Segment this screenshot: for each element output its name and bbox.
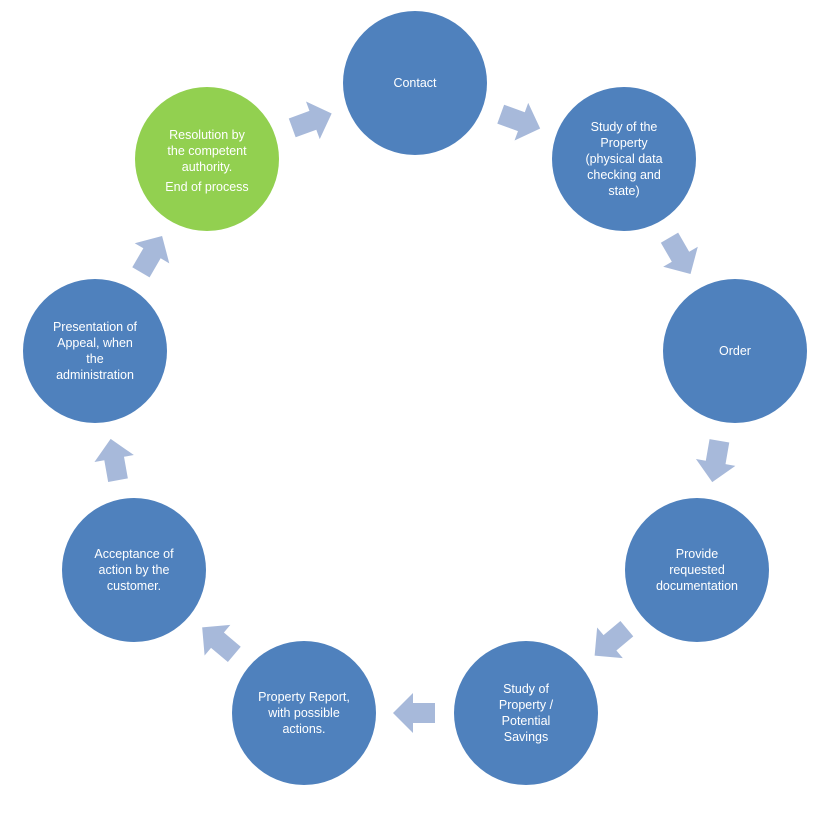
- flow-arrow-icon: [660, 232, 698, 275]
- step-label: Potential: [502, 714, 551, 728]
- step-label: documentation: [656, 579, 738, 593]
- step-label: Savings: [504, 730, 548, 744]
- step-circle: [625, 498, 769, 642]
- arrows-layer: [94, 101, 736, 733]
- step-label: End of process: [165, 180, 248, 194]
- step-circle: [232, 641, 376, 785]
- step-label: Property: [600, 136, 648, 150]
- step-label: customer.: [107, 579, 161, 593]
- step-label: Appeal, when: [57, 336, 133, 350]
- process-step: Presentation of Appeal, when the administra…: [23, 279, 167, 423]
- process-step: Property Report, with possible actions.: [232, 641, 376, 785]
- step-label: checking and: [587, 168, 661, 182]
- step-label: action by the: [99, 563, 170, 577]
- step-label: (physical data: [585, 152, 662, 166]
- flow-arrow-icon: [202, 624, 241, 663]
- step-circle: [663, 279, 807, 423]
- step-label: authority.: [182, 160, 233, 174]
- step-label: the competent: [167, 144, 247, 158]
- step-label: Order: [719, 344, 751, 358]
- step-circle: [62, 498, 206, 642]
- process-step: Provide requested documentation: [625, 498, 769, 642]
- step-label: Acceptance of: [94, 547, 174, 561]
- step-label: requested: [669, 563, 725, 577]
- step-label: Provide: [676, 547, 718, 561]
- step-circle: [23, 279, 167, 423]
- step-label: with possible: [267, 706, 340, 720]
- flow-arrow-icon: [393, 693, 435, 733]
- step-circle: [454, 641, 598, 785]
- step-circle: [552, 87, 696, 231]
- flow-arrow-icon: [288, 101, 332, 140]
- process-step: Resolution by the competent authority. End …: [135, 87, 279, 231]
- step-label: actions.: [282, 722, 325, 736]
- flow-arrow-icon: [695, 439, 736, 483]
- step-label: Property Report,: [258, 690, 350, 704]
- step-label: Property /: [499, 698, 554, 712]
- process-step: Contact: [343, 11, 487, 155]
- step-label: Presentation of: [53, 320, 138, 334]
- step-circle: [135, 87, 279, 231]
- flow-arrow-icon: [497, 102, 541, 141]
- step-label: state): [608, 184, 639, 198]
- step-label: Study of the: [591, 120, 658, 134]
- flow-arrow-icon: [594, 620, 634, 659]
- process-step: Acceptance of action by the customer.: [62, 498, 206, 642]
- step-label: administration: [56, 368, 134, 382]
- step-circle: [343, 11, 487, 155]
- step-label: the: [86, 352, 103, 366]
- flow-arrow-icon: [94, 438, 134, 482]
- step-label: Resolution by: [169, 128, 245, 142]
- flow-arrow-icon: [132, 235, 170, 278]
- step-label: Study of: [503, 682, 549, 696]
- step-label: Contact: [393, 76, 437, 90]
- process-step: Order: [663, 279, 807, 423]
